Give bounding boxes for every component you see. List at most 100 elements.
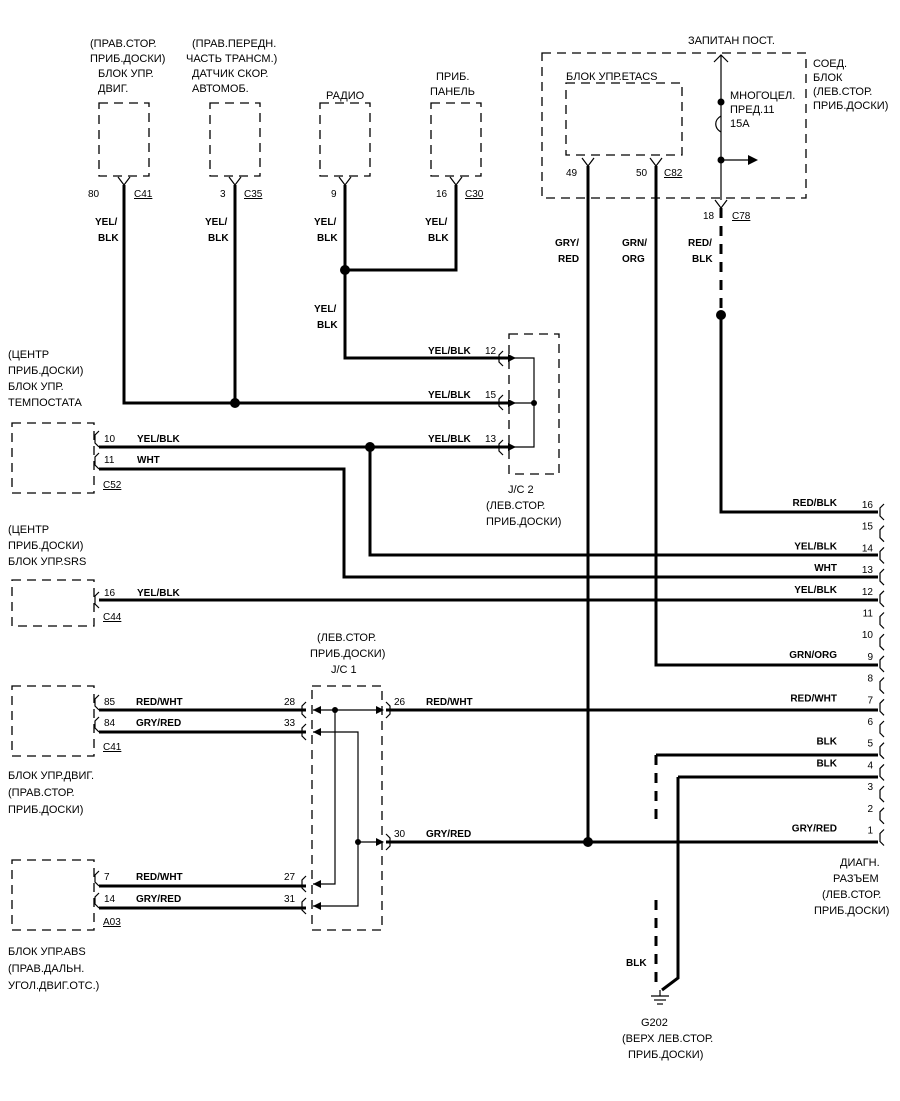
- diag-pin-number: 16: [862, 500, 874, 511]
- svg-text:ПАНЕЛЬ: ПАНЕЛЬ: [430, 86, 475, 98]
- diag-pin-5: 5 BLK: [816, 737, 885, 760]
- svg-text:GRY/RED: GRY/RED: [426, 829, 471, 840]
- svg-text:18: 18: [703, 211, 715, 222]
- svg-text:RED/: RED/: [688, 238, 712, 249]
- abs-ecu-label: БЛОК УПР.ABS (ПРАВ.ДАЛЬН. УГОЛ.ДВИГ.ОТС.…: [8, 946, 99, 992]
- diag-pin-14: 14 YEL/BLK: [794, 541, 885, 564]
- svg-text:C41: C41: [134, 189, 153, 200]
- svg-text:BLK: BLK: [428, 233, 449, 244]
- diag-connector-label: ДИАГН. РАЗЪЕМ (ЛЕВ.СТОР. ПРИБ.ДОСКИ): [814, 857, 889, 917]
- etacs-box: [565, 82, 683, 156]
- svg-text:ПРИБ.ДОСКИ): ПРИБ.ДОСКИ): [8, 540, 83, 552]
- diag-connector: 16RED/BLK1514YEL/BLK13WHT12YEL/BLK11109G…: [789, 498, 885, 846]
- svg-text:GRY/: GRY/: [555, 238, 579, 249]
- diag-pin-number: 1: [867, 826, 873, 837]
- svg-text:27: 27: [284, 872, 296, 883]
- engine-ecu-top-label: (ПРАВ.СТОР. ПРИБ.ДОСКИ) БЛОК УПР. ДВИГ.: [90, 38, 165, 95]
- diag-pin-number: 12: [862, 587, 874, 598]
- svg-text:9: 9: [331, 189, 337, 200]
- svg-text:C44: C44: [103, 612, 122, 623]
- svg-text:BLK: BLK: [208, 233, 229, 244]
- svg-text:(ЦЕНТР: (ЦЕНТР: [8, 524, 49, 536]
- svg-text:33: 33: [284, 718, 296, 729]
- svg-text:15: 15: [485, 390, 497, 401]
- svg-text:ДАТЧИК СКОР.: ДАТЧИК СКОР.: [192, 68, 268, 80]
- svg-text:C41: C41: [103, 742, 122, 753]
- svg-text:ПРЕД.11: ПРЕД.11: [730, 104, 775, 116]
- diag-pin-12: 12 YEL/BLK: [794, 585, 885, 608]
- diag-pin-number: 3: [867, 782, 873, 793]
- svg-text:YEL/BLK: YEL/BLK: [137, 434, 181, 445]
- fuse-symbol: [713, 54, 758, 200]
- svg-text:GRY/RED: GRY/RED: [136, 718, 181, 729]
- abs-ecu-box: [11, 859, 95, 931]
- svg-text:СОЕД.: СОЕД.: [813, 58, 847, 70]
- svg-text:3: 3: [220, 189, 226, 200]
- svg-text:RED: RED: [558, 254, 579, 265]
- svg-text:GRY/RED: GRY/RED: [136, 894, 181, 905]
- svg-text:(ПРАВ.СТОР.: (ПРАВ.СТОР.: [90, 38, 157, 50]
- svg-text:RED/WHT: RED/WHT: [136, 872, 183, 883]
- diag-pin-wire-label: YEL/BLK: [794, 541, 838, 552]
- diag-pin-number: 5: [867, 739, 873, 750]
- multi-fuse-label: МНОГОЦЕЛ. ПРЕД.11 15А: [730, 90, 795, 130]
- svg-text:ТЕМПОСТАТА: ТЕМПОСТАТА: [8, 397, 82, 409]
- engine-bottom-pins: 85 RED/WHT 84 GRY/RED C41: [94, 694, 183, 753]
- svg-text:RED/WHT: RED/WHT: [136, 697, 183, 708]
- wire-cruise-11: [99, 467, 878, 579]
- svg-text:(ЛЕВ.СТОР.: (ЛЕВ.СТОР.: [317, 632, 376, 644]
- svg-text:ПРИБ.ДОСКИ): ПРИБ.ДОСКИ): [90, 53, 165, 65]
- ground-symbol: BLK G202 (ВЕРХ ЛЕВ.СТОР. ПРИБ.ДОСКИ): [622, 958, 713, 1061]
- engine-ecu-bottom-box: [11, 685, 95, 757]
- svg-text:YEL/BLK: YEL/BLK: [428, 390, 472, 401]
- diag-pin-2: 2: [867, 804, 885, 825]
- svg-text:85: 85: [104, 697, 116, 708]
- cruise-ecu-label: (ЦЕНТР ПРИБ.ДОСКИ) БЛОК УПР. ТЕМПОСТАТА: [8, 349, 83, 409]
- svg-text:28: 28: [284, 697, 296, 708]
- radio-label: РАДИО: [326, 90, 365, 102]
- svg-text:WHT: WHT: [137, 455, 160, 466]
- junction-block-box: [541, 52, 807, 199]
- svg-text:80: 80: [88, 189, 100, 200]
- diag-pin-8: 8: [867, 674, 885, 695]
- svg-text:30: 30: [394, 829, 406, 840]
- svg-text:ПРИБ.ДОСКИ): ПРИБ.ДОСКИ): [628, 1049, 703, 1061]
- svg-text:14: 14: [104, 894, 116, 905]
- svg-text:G202: G202: [641, 1017, 668, 1029]
- svg-text:ORG: ORG: [622, 254, 645, 265]
- etacs-label: БЛОК УПР.ETACS: [566, 71, 658, 83]
- diag-pin-wire-label: BLK: [816, 737, 837, 748]
- splice-point: [583, 837, 593, 847]
- instrument-panel-label: ПРИБ. ПАНЕЛЬ: [430, 71, 475, 98]
- svg-text:ПРИБ.ДОСКИ): ПРИБ.ДОСКИ): [8, 365, 83, 377]
- svg-text:(ПРАВ.ПЕРЕДН.: (ПРАВ.ПЕРЕДН.: [192, 38, 276, 50]
- svg-text:GRN/: GRN/: [622, 238, 647, 249]
- diag-pin-wire-label: GRN/ORG: [789, 650, 837, 661]
- diag-pin-15: 15: [862, 522, 885, 543]
- svg-text:(ПРАВ.СТОР.: (ПРАВ.СТОР.: [8, 787, 75, 799]
- svg-text:J/C 1: J/C 1: [331, 664, 357, 676]
- svg-text:БЛОК УПР.: БЛОК УПР.: [8, 381, 64, 393]
- diag-pin-6: 6: [867, 717, 885, 738]
- diag-pin-number: 14: [862, 543, 874, 554]
- diag-pin-number: 13: [862, 565, 874, 576]
- svg-text:ДВИГ.: ДВИГ.: [98, 83, 128, 95]
- diag-pin-number: 11: [863, 609, 874, 620]
- svg-text:БЛОК УПР.: БЛОК УПР.: [98, 68, 154, 80]
- diag-pin-3: 3: [867, 782, 885, 803]
- diag-pin-wire-label: YEL/BLK: [794, 585, 838, 596]
- diag-pin-number: 4: [867, 760, 873, 771]
- diag-pin-wire-label: RED/WHT: [790, 693, 837, 704]
- diag-pin-number: 8: [867, 674, 873, 685]
- splice-point: [340, 265, 350, 275]
- svg-text:26: 26: [394, 697, 406, 708]
- cruise-ecu-box: [11, 422, 95, 494]
- svg-text:ПРИБ.: ПРИБ.: [436, 71, 469, 83]
- svg-text:RED/WHT: RED/WHT: [426, 697, 473, 708]
- engine-ecu-top-box: [98, 102, 150, 177]
- diag-pin-number: 6: [867, 717, 873, 728]
- diag-pin-10: 10: [862, 630, 885, 651]
